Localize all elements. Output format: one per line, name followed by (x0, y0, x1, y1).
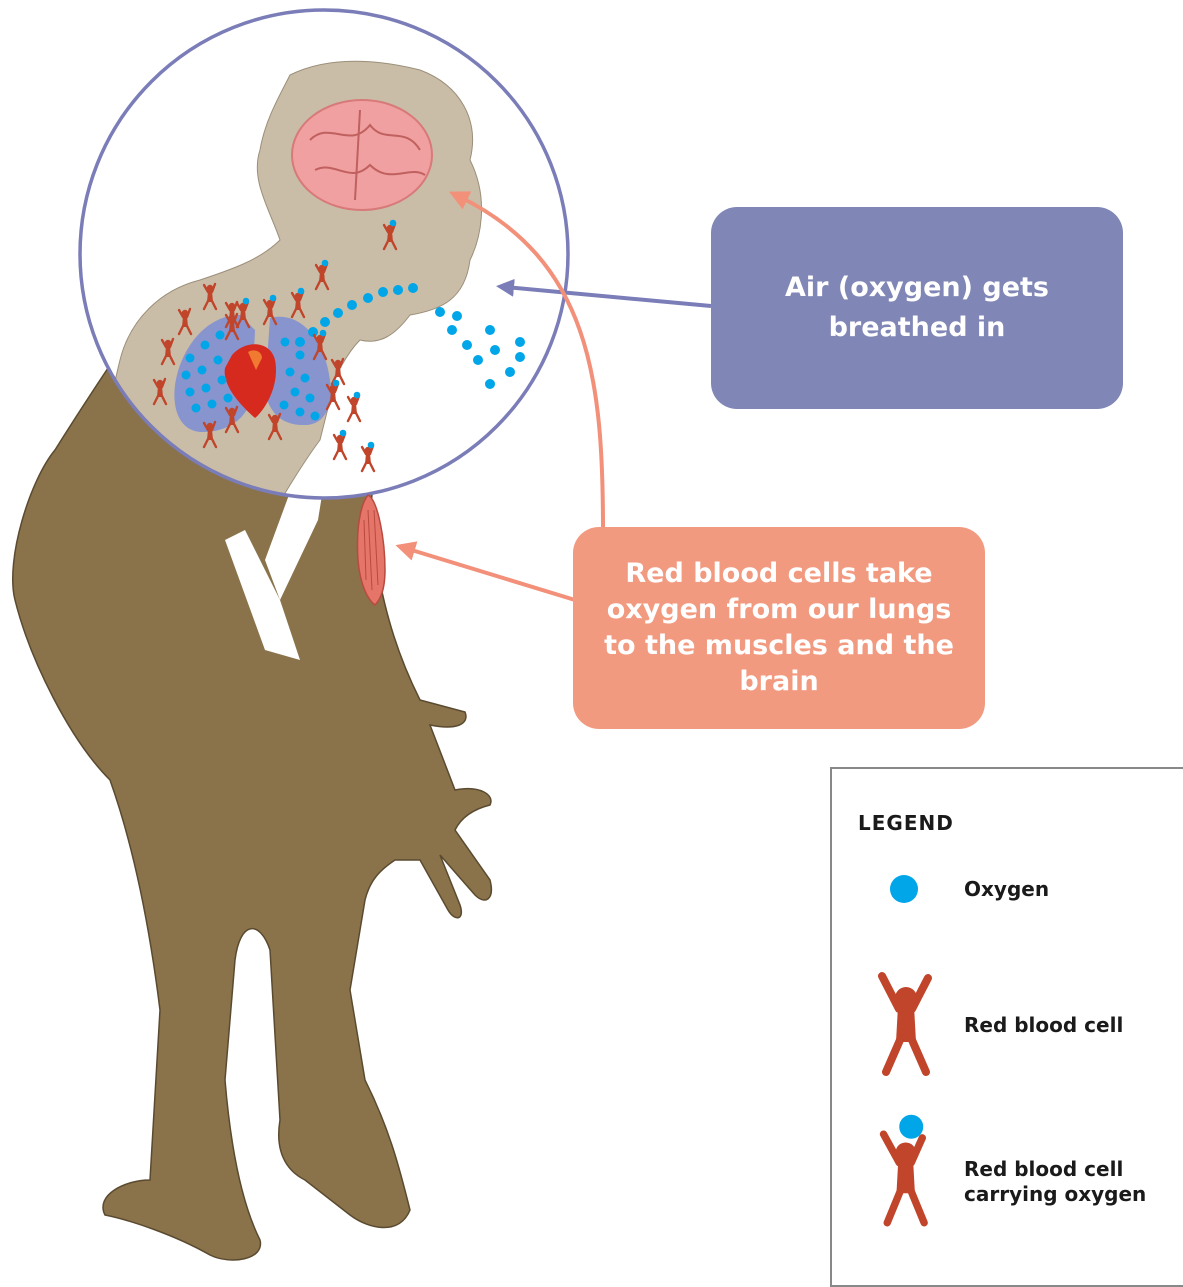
oxygen-dot-icon (862, 859, 942, 919)
red-blood-cells-callout: Red blood cells take oxygen from our lun… (573, 527, 985, 729)
red-blood-cell-icon (862, 964, 942, 1084)
air-callout: Air (oxygen) gets breathed in (711, 207, 1123, 409)
muscle-arrow (405, 548, 575, 600)
legend-title: LEGEND (858, 811, 954, 835)
brain-illustration (292, 100, 432, 210)
red-blood-cell-with-oxygen-icon (862, 1112, 942, 1232)
legend-label-red-blood-cell-carrying-oxygen: Red blood cell carrying oxygen (964, 1157, 1183, 1207)
legend-label-red-blood-cell: Red blood cell (964, 1013, 1123, 1038)
legend-box: LEGEND Oxygen Red blood cell Red blood c… (830, 767, 1183, 1287)
legend-label-oxygen: Oxygen (964, 877, 1049, 902)
